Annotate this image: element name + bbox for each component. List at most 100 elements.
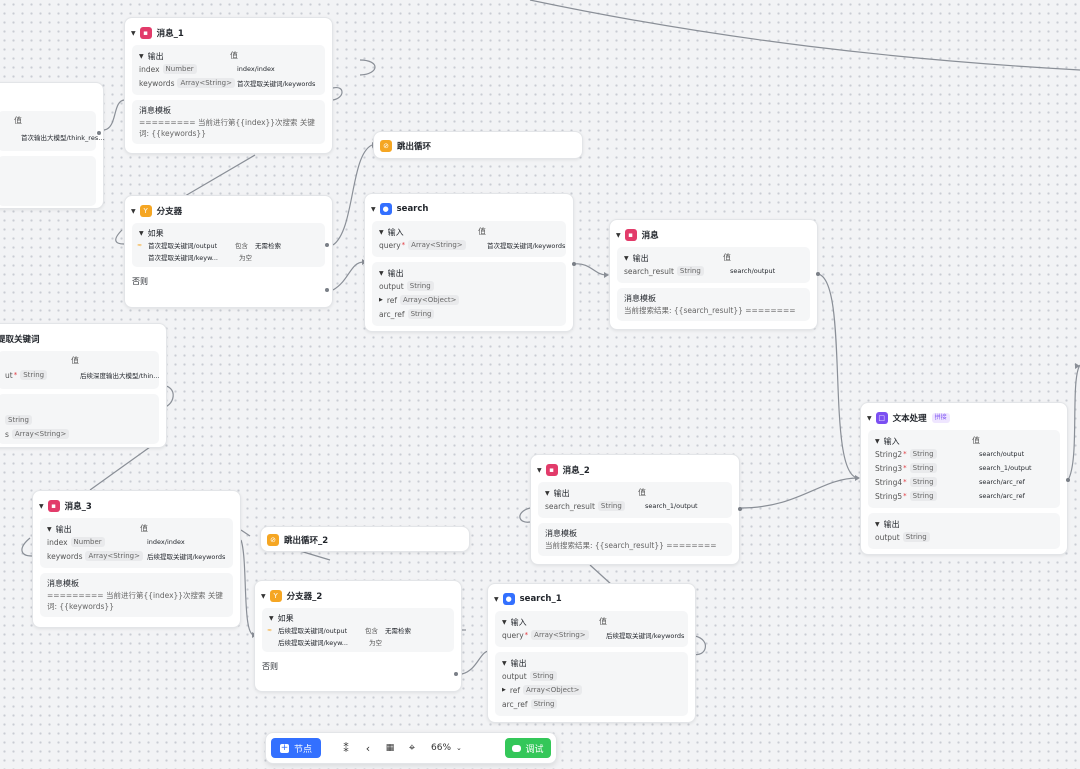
collapse-caret-icon[interactable]: ▼ [379,269,384,277]
zoom-select[interactable]: 66% ⌄ [431,743,462,753]
message-icon: ▪ [624,229,637,241]
variable-name: keywords [47,551,83,561]
else-label: 否则 [262,661,278,671]
node-title: search [396,204,429,214]
collapse-caret-icon[interactable]: ▼ [616,231,621,239]
variable-value: 首次提取关键词/keywords [237,80,316,88]
collapse-caret-icon[interactable]: ▼ [875,437,880,445]
collapse-caret-icon[interactable]: ▼ [131,29,136,37]
node-message-2[interactable]: ▼ ▪ 消息_2 ▼ 输出 值 search_result String sea… [530,454,740,565]
variable-row: String4* String search/arc_ref [875,475,1053,489]
node-search-1[interactable]: ▼ ● search_1 ▼ 输入 值 query* Array<String>… [487,583,696,723]
input-section: ▼ 输入 值 String2* String search/output Str… [868,430,1060,508]
node-branch[interactable]: ▼ Y 分支器 ▼ 如果 ≈ 首次提取关键词/output 包含 无需检索 首次… [124,195,333,308]
collapse-caret-icon[interactable]: ▼ [139,229,144,237]
type-tag: Array<String> [11,429,70,439]
output-port[interactable] [572,262,576,266]
add-node-button[interactable]: + 节点 [271,738,321,758]
output-port[interactable] [97,131,101,135]
edge-msg3-branch2b [240,529,251,537]
variable-row: String [5,413,152,427]
type-tag: String [909,449,937,459]
output-section [0,156,96,206]
edge-top-loop [359,59,376,76]
collapse-caret-icon[interactable]: ▼ [39,502,44,510]
section-title: 输入 [387,227,404,237]
required-mark: * [401,241,406,249]
type-tag: String [909,463,937,473]
collapse-caret-icon[interactable]: ▼ [379,228,384,236]
node-text-process[interactable]: ▼ □ 文本处理 拼接 ▼ 输入 值 String2* String searc… [860,402,1068,555]
debug-button[interactable]: 调试 [505,738,551,758]
node-title: 提取关键词 [0,335,40,345]
variable-value: search/output [979,450,1025,458]
edge-text-right [1067,364,1080,481]
value-column-header: 值 [140,524,148,533]
connector-style-icon[interactable]: ‹ [365,741,371,755]
edge-leftmid-msg3 [89,446,151,491]
collapse-caret-icon[interactable]: ▼ [139,52,144,60]
expand-caret-icon[interactable]: ▶ [502,687,506,693]
collapse-caret-icon[interactable]: ▼ [537,466,542,474]
node-message-3[interactable]: ▼ ▪ 消息_3 ▼ 输出 值 index Number index/index… [32,490,241,628]
section-title: 输出 [147,51,164,61]
variable-name: keywords [139,78,175,88]
node-left-partial-extract[interactable]: 提取关键词 值 ut* String 后续深度输出大模型/thin... Str… [0,323,167,448]
condition-left: 后续提取关键词/output [278,627,348,635]
output-port[interactable] [325,243,329,247]
output-port[interactable] [816,272,820,276]
type-tag: String [407,309,435,319]
condition-box: ▼ 如果 ≈ 首次提取关键词/output 包含 无需检索 首次提取关键词/ke… [132,223,325,267]
fit-view-icon[interactable]: ⌖ [408,741,416,754]
collapse-caret-icon[interactable]: ▼ [494,595,499,603]
condition-operator: 包含 [235,242,248,250]
node-message[interactable]: ▼ ▪ 消息 ▼ 输出 值 search_result String searc… [609,219,818,330]
node-search[interactable]: ▼ ● search ▼ 输入 值 query* Array<String> 首… [364,193,574,332]
edge-msg2-loop [519,507,531,523]
variable-row: output String [379,279,559,293]
template-text: ========= 当前进行第{{index}}次搜索 关键词: {{keywo… [139,118,315,138]
branch-icon: Y [269,590,282,602]
node-message-1[interactable]: ▼ ▪ 消息_1 ▼ 输出 值 index Number index/index… [124,17,333,154]
collapse-caret-icon[interactable]: ▼ [867,414,872,422]
else-row: 否则 [132,272,325,290]
expand-caret-icon[interactable]: ▶ [379,297,383,303]
node-break-loop[interactable]: ⊘ 跳出循环 [373,131,583,159]
auto-layout-icon[interactable]: ⁑ [343,741,349,755]
collapse-caret-icon[interactable]: ▼ [269,614,274,622]
edge-long-top [529,0,1080,71]
variable-name: output [379,281,404,291]
type-tag: Array<Object> [400,295,460,305]
minimap-icon[interactable]: ▦ [385,743,395,753]
collapse-caret-icon[interactable]: ▼ [261,592,266,600]
node-title: 跳出循环_2 [284,536,329,546]
edge-msg3-branch2 [240,539,255,636]
collapse-caret-icon[interactable]: ▼ [875,520,880,528]
arrowhead [1075,363,1080,369]
output-port[interactable] [738,507,742,511]
node-branch-2[interactable]: ▼ Y 分支器_2 ▼ 如果 ≈ 后续提取关键词/output 包含 无需检索 … [254,580,462,692]
node-break-loop-2[interactable]: ⊘ 跳出循环_2 [260,526,470,552]
collapse-caret-icon[interactable]: ▼ [624,254,629,262]
output-port[interactable] [1066,478,1070,482]
required-mark: * [903,478,907,486]
section-title: 输出 [510,658,527,668]
type-tag: String [676,266,704,276]
collapse-caret-icon[interactable]: ▼ [131,207,136,215]
collapse-caret-icon[interactable]: ▼ [371,205,376,213]
variable-value: search/arc_ref [979,492,1025,500]
collapse-caret-icon[interactable]: ▼ [47,525,52,533]
output-section: ▼ 输出 值 index Number index/index keywords… [40,518,233,568]
node-title: 消息_2 [562,466,590,476]
collapse-caret-icon[interactable]: ▼ [502,618,507,626]
variable-value: 首次提取关键词/keywords [487,242,566,250]
variable-row: arc_ref String [379,307,559,321]
output-port[interactable] [454,672,458,676]
type-tag: String [597,501,625,511]
node-left-partial-top[interactable]: 值 首次输出大模型/think_res... [0,82,104,209]
template-label: 消息模板 [47,579,79,588]
collapse-caret-icon[interactable]: ▼ [502,659,507,667]
output-port[interactable] [325,288,329,292]
collapse-caret-icon[interactable]: ▼ [545,489,550,497]
